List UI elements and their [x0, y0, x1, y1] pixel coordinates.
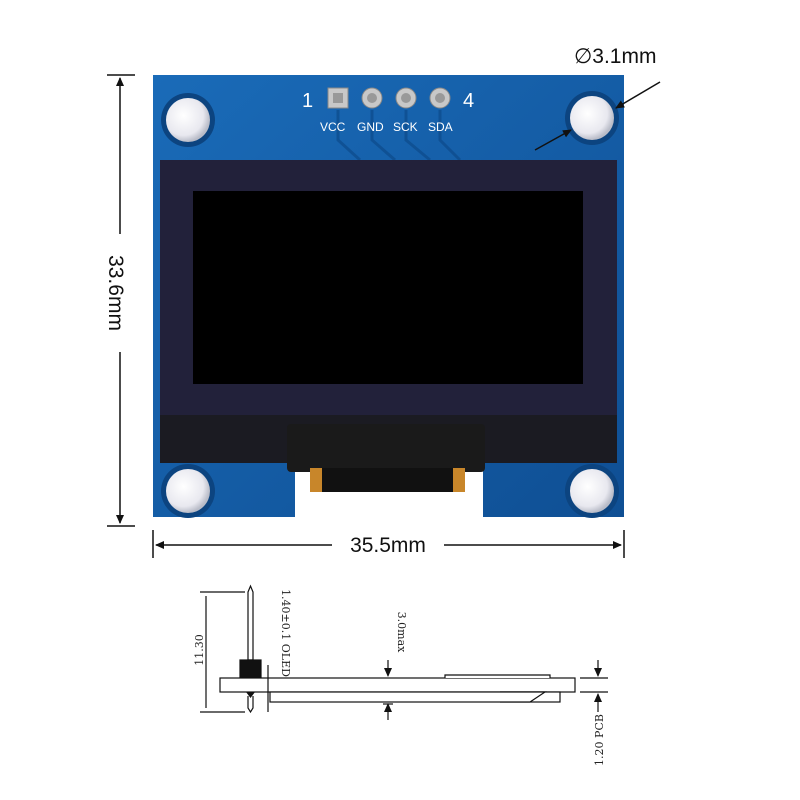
oled-screen	[193, 191, 583, 384]
ribbon-flex	[322, 468, 453, 492]
mounting-hole-top-left	[161, 93, 215, 147]
pin-plastic-spacer	[239, 659, 262, 679]
hole-diameter-label: ∅3.1mm	[574, 45, 656, 68]
mounting-hole-top-right	[565, 91, 619, 145]
height-dimension	[107, 74, 135, 527]
side-pcb	[219, 677, 576, 693]
pin-label-gnd: GND	[357, 120, 384, 134]
header-pins	[327, 87, 451, 109]
oled-panel	[160, 160, 617, 492]
pcb-thickness-label: 1.20 PCB	[593, 714, 606, 766]
pin-label-sck: SCK	[393, 120, 418, 134]
header-pin	[247, 584, 254, 661]
mounting-hole-bottom-right	[565, 464, 619, 518]
width-label: 35.5mm	[350, 534, 426, 557]
height-label: 33.6mm	[104, 255, 127, 331]
pin-1-hole	[333, 93, 343, 103]
oled-thickness-label: 1.40±0.1 OLED	[279, 589, 292, 677]
side-oled	[269, 691, 561, 703]
pin-number-last: 4	[463, 90, 474, 112]
ribbon-cable	[287, 424, 485, 472]
mounting-hole-bottom-left	[161, 464, 215, 518]
side-view	[200, 584, 608, 720]
pin-label-sda: SDA	[428, 120, 453, 134]
pin-height-label: 11.30	[193, 634, 206, 666]
ribbon-tab-left	[310, 468, 322, 492]
pin-label-vcc: VCC	[320, 120, 346, 134]
total-max-label: 3.0max	[395, 612, 408, 653]
hole-diameter-callout	[534, 81, 661, 151]
ribbon-tab-right	[453, 468, 465, 492]
pin-number-first: 1	[302, 90, 313, 112]
width-dimension	[152, 530, 625, 558]
